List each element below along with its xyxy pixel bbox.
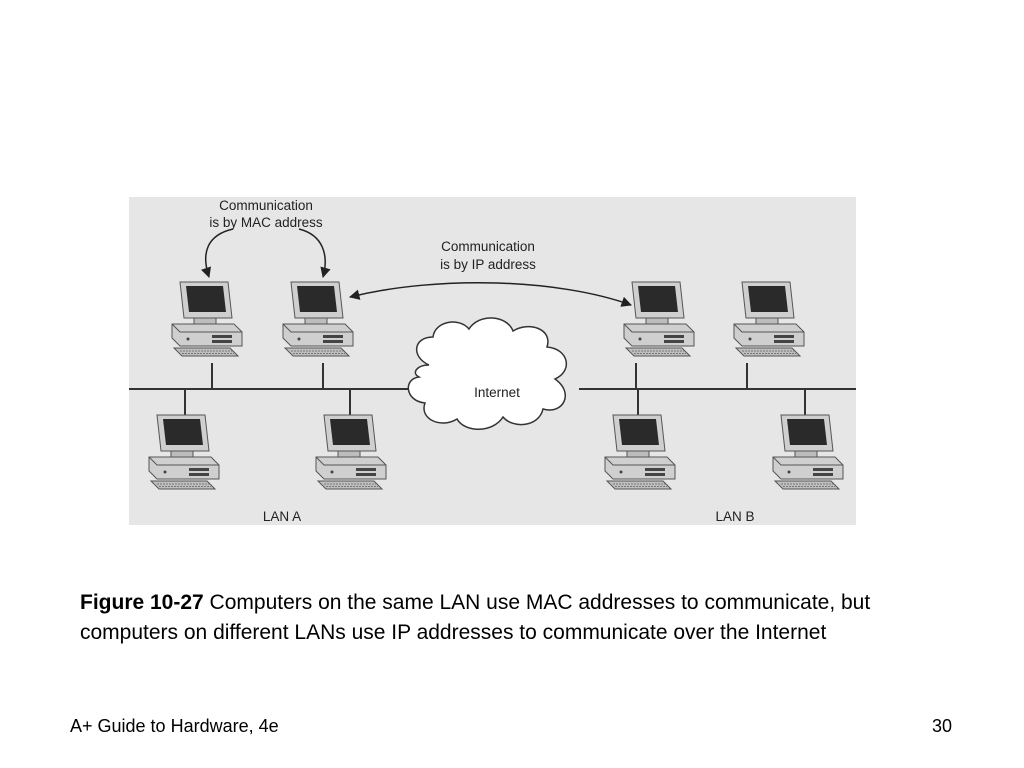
network-diagram: Communication is by MAC address Communic…: [129, 197, 856, 525]
footer-title: A+ Guide to Hardware, 4e: [70, 716, 279, 736]
lan-b-label: LAN B: [715, 509, 754, 524]
computer-lan-b-4: [772, 414, 844, 490]
internet-label: Internet: [474, 385, 520, 400]
internet-cloud: [407, 317, 568, 430]
caption-text: Computers on the same LAN use MAC addres…: [80, 591, 871, 644]
mac-label-line1: Communication: [219, 198, 313, 213]
computer-lan-b-2: [733, 281, 805, 357]
computer-lan-b-3: [604, 414, 676, 490]
mac-label-line2: is by MAC address: [209, 215, 323, 230]
caption-label: Figure 10-27: [80, 591, 204, 614]
network-diagram-svg: Communication is by MAC address Communic…: [129, 198, 856, 524]
computer-lan-a-4: [315, 414, 387, 490]
ip-arrow: [348, 282, 632, 307]
computer-lan-a-3: [148, 414, 220, 490]
computer-lan-a-2: [282, 281, 354, 357]
computer-lan-a-1: [171, 281, 243, 357]
mac-arrow-left: [201, 228, 234, 278]
page-number: 30: [931, 716, 952, 736]
figure-caption: Figure 10-27 Computers on the same LAN u…: [80, 588, 880, 648]
ip-label-line1: Communication: [441, 239, 535, 254]
lan-a-label: LAN A: [263, 509, 301, 524]
ip-label-line2: is by IP address: [440, 257, 536, 272]
computer-lan-b-1: [623, 281, 695, 357]
mac-arrow-right: [298, 228, 331, 279]
